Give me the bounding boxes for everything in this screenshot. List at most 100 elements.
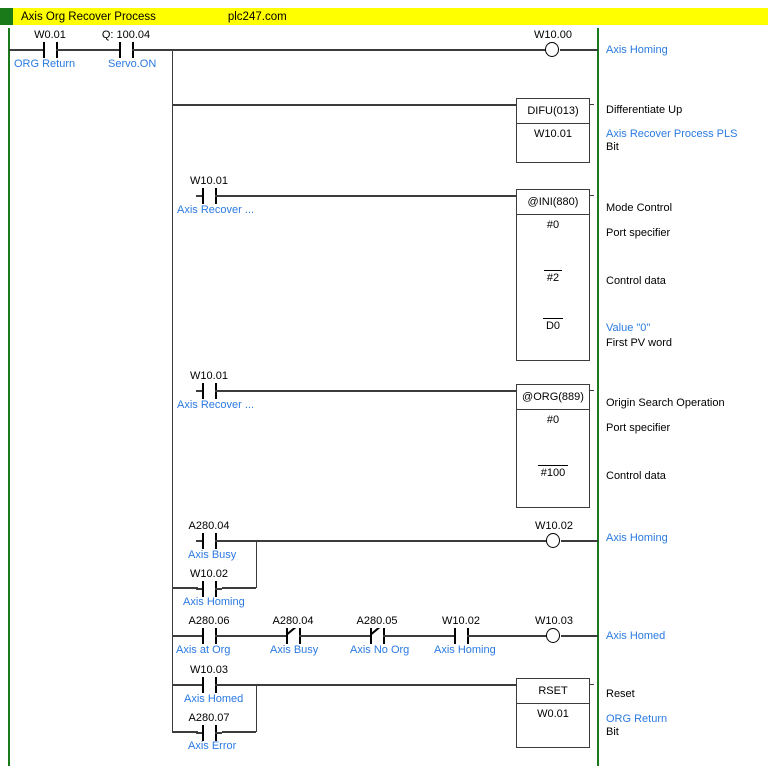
contact-a280-07[interactable] <box>196 725 222 741</box>
contact-comment: Axis Recover ... <box>177 204 255 216</box>
coil-comment: Axis Homing <box>606 44 668 56</box>
contact-comment: Axis Homed <box>184 693 244 705</box>
contact-address: A280.07 <box>188 712 230 724</box>
contact-a280-06[interactable] <box>196 628 222 644</box>
contact-a280-05-nc[interactable] <box>364 628 390 644</box>
contact-comment: Axis Busy <box>270 644 319 656</box>
wire <box>390 635 448 637</box>
contact-address: A280.06 <box>188 615 230 627</box>
block-note: Mode Control <box>606 202 673 214</box>
contact-comment: Axis No Org <box>350 644 410 656</box>
operand-note: First PV word <box>606 337 673 349</box>
block-name: RSET <box>517 679 589 704</box>
contact-w10-01[interactable] <box>196 188 222 204</box>
wire <box>139 49 541 51</box>
contact-address: W0.01 <box>34 29 66 41</box>
left-power-rail <box>8 28 10 766</box>
block-operand: W10.01 <box>534 128 572 140</box>
wire <box>172 731 198 733</box>
coil-w10-03[interactable] <box>542 628 566 644</box>
wire <box>306 635 364 637</box>
branch-bus <box>171 49 174 732</box>
rung-header-bar[interactable]: Axis Org Recover Process plc247.com <box>0 8 768 25</box>
contact-address: A280.04 <box>272 615 314 627</box>
contact-address: W10.02 <box>442 615 480 627</box>
operand-comment: ORG Return <box>606 713 668 725</box>
coil-address: W10.02 <box>535 520 573 532</box>
coil-comment: Axis Homed <box>606 630 666 642</box>
contact-comment: Axis Error <box>188 740 237 752</box>
coil-address: W10.03 <box>535 615 573 627</box>
contact-address: Q: 100.04 <box>101 29 151 41</box>
contact-w10-03[interactable] <box>196 677 222 693</box>
operand-note: Port specifier <box>606 227 671 239</box>
block-org[interactable]: @ORG(889) #0 #100 <box>516 384 594 508</box>
block-name: DIFU(013) <box>517 99 589 124</box>
branch-connector <box>255 684 258 732</box>
contact-comment: Axis Homing <box>183 596 245 608</box>
wire <box>561 635 598 637</box>
coil-address: W10.00 <box>534 29 572 41</box>
block-note: Origin Search Operation <box>606 397 725 409</box>
contact-a280-04[interactable] <box>196 533 222 549</box>
rung-status-marker <box>0 8 13 25</box>
wire <box>172 104 517 106</box>
contact-comment: Axis at Org <box>176 644 231 656</box>
block-operand: W0.01 <box>537 708 569 720</box>
block-operand: #100 <box>517 461 589 483</box>
contact-address: W10.01 <box>190 370 228 382</box>
rung-title: Axis Org Recover Process <box>21 10 156 23</box>
contact-address: A280.05 <box>356 615 398 627</box>
wire <box>172 635 198 637</box>
contact-comment: Axis Busy <box>188 549 237 561</box>
wire <box>222 540 542 542</box>
block-ini[interactable]: @INI(880) #0 #2 D0 <box>516 189 594 361</box>
operand-comment: Axis Recover Process PLS <box>606 128 738 140</box>
contact-a280-04-nc[interactable] <box>280 628 306 644</box>
block-operand: #0 <box>546 414 560 426</box>
contact-comment: Servo.ON <box>108 58 157 70</box>
contact-address: W10.01 <box>190 175 228 187</box>
branch-connector <box>255 540 258 588</box>
coil-comment: Axis Homing <box>606 532 668 544</box>
watermark-label: plc247.com <box>227 10 287 23</box>
wire <box>222 195 517 197</box>
block-name: @ORG(889) <box>517 385 589 410</box>
contact-address: W10.03 <box>190 664 228 676</box>
block-rset[interactable]: RSET W0.01 <box>516 678 594 748</box>
operand-note: Port specifier <box>606 422 671 434</box>
contact-w10-02[interactable] <box>448 628 474 644</box>
block-operand: #0 <box>546 219 560 231</box>
contact-comment: Axis Recover ... <box>177 399 255 411</box>
wire <box>474 635 542 637</box>
wire <box>222 635 280 637</box>
operand-note: Bit <box>606 141 619 153</box>
block-difu[interactable]: DIFU(013) W10.01 <box>516 98 594 163</box>
block-note: Reset <box>606 688 635 700</box>
block-operand: #2 <box>517 266 589 288</box>
wire <box>560 49 598 51</box>
block-operand: D0 <box>517 314 589 336</box>
wire <box>222 390 517 392</box>
operand-comment: Value "0" <box>606 322 651 334</box>
contact-q-100-04[interactable] <box>113 42 139 58</box>
contact-w0-01[interactable] <box>37 42 63 58</box>
wire <box>172 684 198 686</box>
wire <box>9 49 37 51</box>
block-note: Differentiate Up <box>606 104 683 116</box>
contact-address: A280.04 <box>188 520 230 532</box>
operand-note: Control data <box>606 275 666 287</box>
contact-comment: ORG Return <box>14 58 76 70</box>
wire <box>172 587 198 589</box>
right-power-rail <box>597 28 599 766</box>
contact-address: W10.02 <box>190 568 228 580</box>
contact-comment: Axis Homing <box>434 644 496 656</box>
contact-w10-02[interactable] <box>196 581 222 597</box>
operand-note: Bit <box>606 726 619 738</box>
wire <box>63 49 113 51</box>
wire <box>561 540 598 542</box>
contact-w10-01[interactable] <box>196 383 222 399</box>
wire <box>222 684 517 686</box>
operand-note: Control data <box>606 470 666 482</box>
wire <box>222 731 256 733</box>
